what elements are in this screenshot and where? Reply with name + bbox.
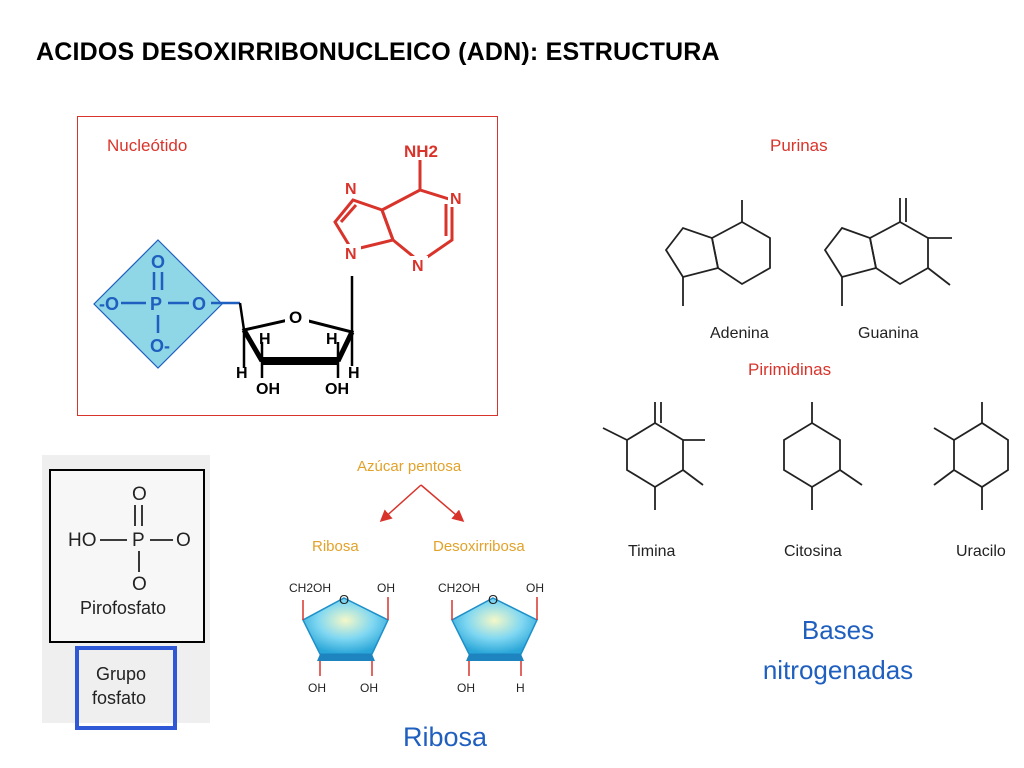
- nitrogenous-bases: [602, 198, 1009, 510]
- deoxyribose-structure: CH2OH O OH OH H: [438, 581, 544, 695]
- base-name-thymine: Timina: [628, 543, 676, 560]
- sugar-oh-2: OH: [325, 381, 349, 398]
- phosphate-o-top: O: [151, 252, 165, 272]
- sugar-oh-1: OH: [256, 381, 280, 398]
- thymine-structure: [602, 402, 705, 510]
- adenine-nh2: NH2: [404, 142, 438, 161]
- adenine-n-2: N: [450, 191, 462, 208]
- deoxyribose-label: Desoxirribosa: [433, 538, 525, 555]
- sugar-h-1: H: [259, 331, 271, 348]
- ribose-o: O: [339, 592, 349, 607]
- base-names: Adenina Guanina Timina Citosina Uracilo: [628, 325, 1006, 560]
- sugar-h-3: H: [236, 365, 248, 382]
- adenine-n-1: N: [345, 181, 357, 198]
- pentose-sugar-heading: Azúcar pentosa: [357, 458, 462, 475]
- nucleotide-diagram: O P -O O O- O: [93, 142, 466, 398]
- nucleotide-label: Nucleótido: [107, 136, 188, 155]
- bases-caption-line2: nitrogenadas: [762, 655, 914, 685]
- phosphate-panel-ho: HO: [68, 530, 97, 551]
- adenine-structure: [664, 200, 771, 306]
- phosphate-o-left: -O: [99, 294, 119, 314]
- phosphate-group-line2: fosfato: [92, 688, 146, 708]
- phosphate-panel-o-right: O: [176, 530, 191, 551]
- pyrophosphate-name: Pirofosfato: [80, 598, 166, 618]
- nucleotide-frame: [77, 116, 498, 416]
- base-name-uracil: Uracilo: [956, 543, 1006, 560]
- phosphate-panel-o-top: O: [132, 484, 147, 505]
- phosphate-panel-p: P: [132, 530, 145, 551]
- base-name-cytosine: Citosina: [784, 543, 842, 560]
- cytosine-structure: [783, 402, 863, 510]
- ring-oxygen: O: [289, 308, 302, 327]
- ribose-oh-bottom-left: OH: [308, 681, 326, 695]
- ribose-caption: Ribosa: [403, 722, 488, 752]
- adenine-n-4: N: [412, 258, 424, 275]
- nitrogenous-bases-caption: Bases nitrogenadas: [738, 610, 938, 690]
- ribose-label: Ribosa: [312, 538, 359, 555]
- deoxyribose-ch2oh: CH2OH: [438, 581, 480, 595]
- base-name-adenine: Adenina: [710, 325, 769, 342]
- sugar-h-2: H: [326, 331, 338, 348]
- phosphate-panel: O HO P O O Pirofosfato Grupo fosfato: [49, 469, 205, 730]
- uracil-structure: [933, 402, 1009, 510]
- ribose-oh-top: OH: [377, 581, 395, 595]
- phosphate-diamond: [93, 239, 223, 369]
- sugar-h-4: H: [348, 365, 360, 382]
- ribose-structure: CH2OH O OH OH OH: [289, 581, 395, 695]
- deoxyribose-o: O: [488, 592, 498, 607]
- deoxyribose-oh-top: OH: [526, 581, 544, 595]
- ribose-oh-bottom-right: OH: [360, 681, 378, 695]
- phosphate-group-line1: Grupo: [96, 664, 146, 684]
- phosphate-p: P: [150, 294, 162, 314]
- deoxyribose-h-bottom-right: H: [516, 681, 525, 695]
- page-title: ACIDOS DESOXIRRIBONUCLEICO (ADN): ESTRUC…: [36, 38, 720, 66]
- phosphate-o-right: O: [192, 294, 206, 314]
- adenine-n-3: N: [345, 246, 357, 263]
- purines-label: Purinas: [770, 136, 828, 155]
- deoxyribose-oh-bottom-left: OH: [457, 681, 475, 695]
- ribose-ch2oh: CH2OH: [289, 581, 331, 595]
- base-name-guanine: Guanina: [858, 325, 919, 342]
- pentose-sugars: CH2OH O OH OH OH CH2OH O OH OH H: [289, 484, 544, 695]
- guanine-structure: [823, 198, 952, 306]
- phosphate-panel-o-bottom: O: [132, 574, 147, 595]
- phosphate-o-bottom: O-: [150, 336, 170, 356]
- pyrimidines-label: Pirimidinas: [748, 360, 832, 379]
- bases-caption-line1: Bases: [801, 615, 875, 645]
